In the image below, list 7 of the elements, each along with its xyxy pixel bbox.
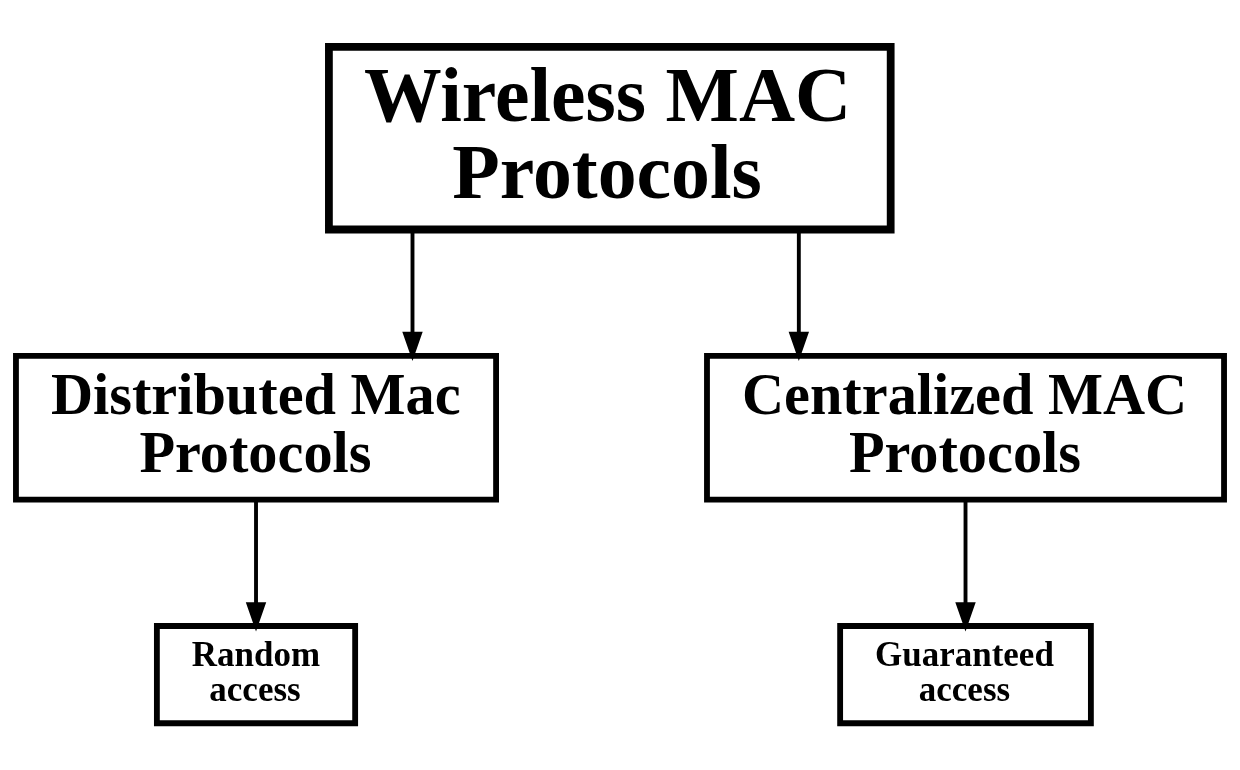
node-box: Centralized MAC Protocols: [704, 352, 1227, 503]
node-box: Guaranteed access: [837, 623, 1094, 727]
arrow: [955, 499, 976, 632]
node-box: Wireless MAC Protocols: [325, 42, 895, 234]
node-box: Distributed Mac Protocols: [13, 352, 499, 503]
node-box: Random access: [153, 623, 359, 727]
arrow: [245, 499, 267, 632]
